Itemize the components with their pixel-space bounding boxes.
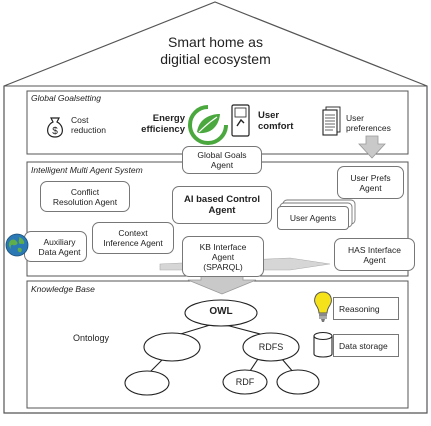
knowledge-section-label: Knowledge Base: [31, 284, 95, 294]
document-stack-icon: [322, 106, 341, 136]
database-icon: [313, 331, 333, 358]
left-leaf-node: [124, 370, 170, 396]
rdf-node: [222, 369, 268, 395]
user-preferences-label: User preferences: [346, 113, 391, 133]
svg-text:$: $: [52, 126, 58, 137]
globe-icon: [5, 233, 29, 257]
has-interface-agent: HAS Interface Agent: [334, 238, 415, 271]
kb-interface-agent: KB Interface Agent (SPARQL): [182, 236, 264, 277]
cost-reduction-label: Cost reduction: [71, 115, 106, 135]
user-comfort-label: User comfort: [258, 110, 294, 132]
light-bulb-icon: [314, 291, 332, 322]
data-storage-box: Data storage: [333, 334, 399, 357]
green-leaf-icon: [188, 105, 228, 145]
class-node: [143, 332, 201, 362]
ontology-label: Ontology: [73, 333, 110, 343]
diagram-title: Smart home as digitial ecosystem: [160, 34, 271, 67]
reasoning-box: Reasoning: [333, 297, 399, 320]
energy-efficiency-label: Energy efficiency: [141, 113, 185, 135]
conflict-resolution-agent: Conflict Resolution Agent: [40, 181, 130, 212]
prefs-down-arrow: [358, 135, 386, 159]
context-inference-agent: Context Inference Agent: [92, 222, 174, 254]
auxiliary-data-agent: Auxiliary Data Agent: [24, 231, 87, 262]
agents-section-label: Intelligent Multi Agent System: [31, 165, 143, 175]
rdf-label: RDF: [235, 377, 255, 387]
ai-control-agent: AI based Control Agent: [172, 186, 272, 224]
owl-label: OWL: [209, 306, 233, 317]
ontology-tree: [124, 299, 320, 396]
rdfs-node: [242, 332, 300, 362]
goalsetting-label: Global Goalsetting: [31, 93, 101, 103]
touch-panel-icon: [231, 104, 250, 137]
user-prefs-agent: User Prefs Agent: [337, 166, 404, 199]
owl-node: [184, 299, 258, 327]
right-leaf-node: [276, 369, 320, 395]
global-goals-agent: Global Goals Agent: [182, 146, 262, 174]
rdfs-label: RDFS: [258, 342, 284, 352]
user-agents-box: User Agents: [277, 206, 349, 230]
money-bag-icon: $: [47, 117, 63, 138]
